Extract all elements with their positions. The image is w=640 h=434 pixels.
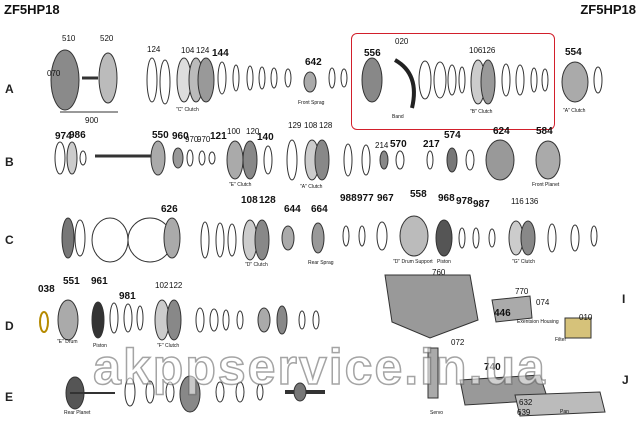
part-number-038: 038 — [38, 284, 55, 295]
part-number-974: 974 — [55, 131, 72, 142]
part-number-108: 108 — [304, 121, 318, 130]
row-label-e: E — [5, 390, 14, 404]
part-number-129: 129 — [288, 121, 302, 130]
part-number-070: 070 — [47, 69, 61, 78]
label-c-clutch: "C" Clutch — [176, 107, 199, 113]
part-number-126: 126 — [482, 46, 496, 55]
part-number-554: 554 — [565, 47, 582, 58]
part-number-970b: 970 — [197, 135, 211, 144]
label-piston: Piston — [437, 259, 451, 265]
label-b-clutch: "B" Clutch — [470, 109, 493, 115]
part-number-981: 981 — [119, 291, 136, 302]
part-number-020: 020 — [395, 37, 409, 46]
row-label-j: J — [622, 373, 629, 387]
part-number-642: 642 — [305, 57, 322, 68]
label-a-clutch: "A" Clutch — [563, 108, 586, 114]
part-number-124b: 124 — [196, 46, 210, 55]
part-number-551: 551 — [63, 276, 80, 287]
part-number-558: 558 — [410, 189, 427, 200]
label-a-clutch-2: "A" Clutch — [300, 184, 323, 190]
part-number-644: 644 — [284, 204, 301, 215]
part-number-520: 520 — [100, 34, 114, 43]
part-number-106: 106 — [469, 46, 483, 55]
part-number-121: 121 — [210, 131, 227, 142]
part-number-446: 446 — [494, 308, 511, 319]
part-number-967: 967 — [377, 193, 394, 204]
watermark: akppservice.in.ua — [92, 338, 547, 396]
part-number-122: 122 — [169, 281, 183, 290]
part-number-120: 120 — [246, 127, 260, 136]
part-number-624: 624 — [493, 126, 510, 137]
part-number-136: 136 — [525, 197, 539, 206]
stator-shaft-shape — [98, 52, 118, 104]
part-number-108c: 108 — [241, 195, 258, 206]
part-number-124: 124 — [147, 45, 161, 54]
part-number-116: 116 — [511, 197, 524, 206]
part-number-100: 100 — [227, 127, 241, 136]
row-label-i: I — [622, 292, 626, 306]
label-front-sprag: Front Sprag — [298, 100, 325, 106]
part-number-214: 214 — [375, 141, 389, 150]
part-number-626: 626 — [161, 204, 178, 215]
part-number-144: 144 — [212, 48, 229, 59]
part-number-072: 072 — [451, 338, 465, 347]
part-number-550: 550 — [152, 130, 169, 141]
pump-housing-shape — [50, 49, 80, 111]
label-e-drum: "E" Drum — [57, 339, 78, 345]
part-number-968: 968 — [438, 193, 455, 204]
part-number-961: 961 — [91, 276, 108, 287]
part-number-128c: 128 — [259, 195, 276, 206]
label-band: Band — [392, 114, 404, 120]
part-number-760: 760 — [432, 268, 446, 277]
part-number-664: 664 — [311, 204, 328, 215]
label-pan: Pan — [560, 409, 569, 415]
part-number-074: 074 — [536, 298, 550, 307]
title-right: ZF5HP18 — [580, 2, 636, 17]
row-label-a: A — [5, 82, 14, 96]
highlight-box — [351, 33, 555, 130]
label-d-clutch: "D" Clutch — [245, 262, 268, 268]
part-number-584: 584 — [536, 126, 553, 137]
part-number-632: 632 — [519, 398, 533, 407]
part-number-639: 639 — [517, 408, 531, 417]
part-number-960: 960 — [172, 131, 189, 142]
part-number-010: 010 — [579, 313, 593, 322]
part-number-140: 140 — [257, 132, 274, 143]
row-label-c: C — [5, 233, 14, 247]
part-number-102: 102 — [155, 281, 169, 290]
part-number-556: 556 — [364, 48, 381, 59]
label-f-clutch: "F" Clutch — [157, 343, 180, 349]
label-rear-sprag: Rear Sprag — [308, 260, 334, 266]
part-number-217: 217 — [423, 139, 440, 150]
part-number-900: 900 — [85, 116, 99, 125]
label-extension-housing: Exentsion Housing — [517, 319, 559, 325]
part-number-978: 978 — [456, 196, 473, 207]
label-front-planet: Front Planet — [532, 182, 560, 188]
row-label-d: D — [5, 319, 14, 333]
part-number-987: 987 — [473, 199, 490, 210]
part-number-510: 510 — [62, 34, 76, 43]
part-number-570: 570 — [390, 139, 407, 150]
part-number-770: 770 — [515, 287, 529, 296]
row-label-b: B — [5, 155, 14, 169]
part-number-988: 988 — [340, 193, 357, 204]
label-d-drum-support: "D" Drum Support — [393, 259, 433, 265]
label-filter: Filter — [555, 337, 567, 343]
part-number-977: 977 — [357, 193, 374, 204]
part-number-574: 574 — [444, 130, 461, 141]
label-piston-2: Piston — [93, 343, 107, 349]
part-number-128: 128 — [319, 121, 333, 130]
part-number-970: 970 — [185, 135, 199, 144]
case-shape — [384, 274, 479, 339]
label-e-clutch: "E" Clutch — [229, 182, 252, 188]
part-number-740: 740 — [484, 362, 501, 373]
part-number-986: 986 — [69, 130, 86, 141]
title-left: ZF5HP18 — [4, 2, 60, 17]
label-rear-planet: Rear Planet — [64, 410, 91, 416]
label-servo: Servo — [430, 410, 444, 416]
part-number-104: 104 — [181, 46, 195, 55]
label-g-clutch: "G" Clutch — [512, 259, 536, 265]
